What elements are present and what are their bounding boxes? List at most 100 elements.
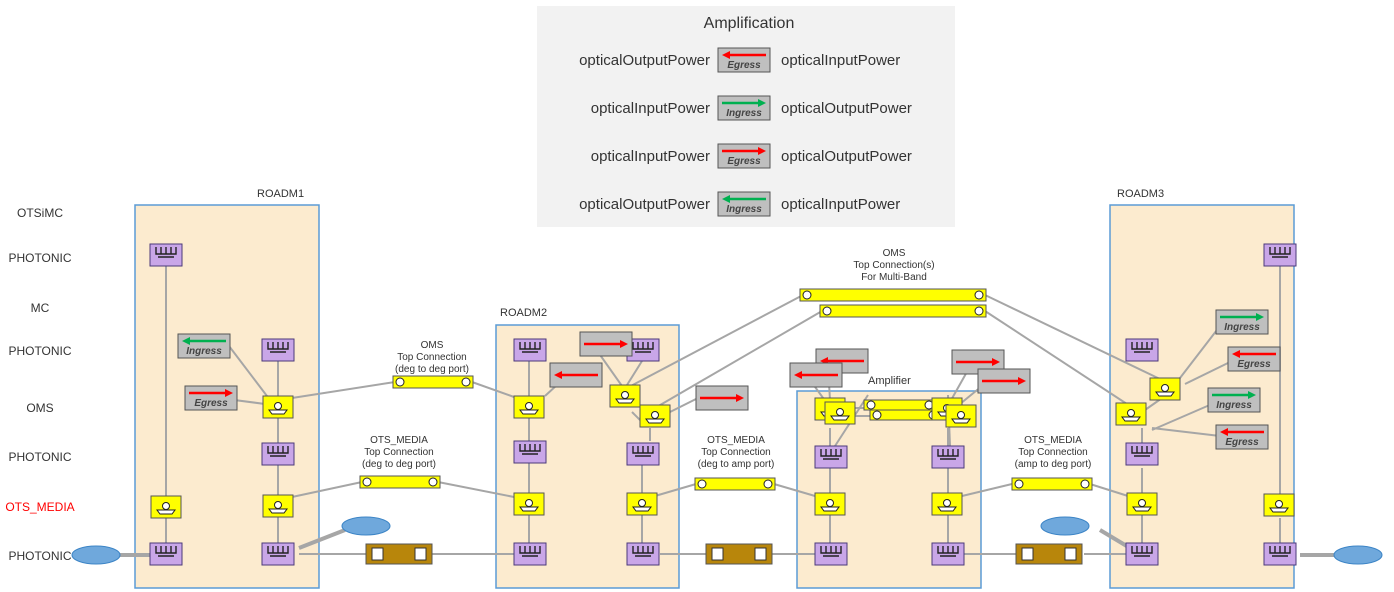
photonic-port — [931, 542, 965, 566]
legend-right-label: opticalOutputPower — [781, 100, 912, 117]
legend-left-label: opticalOutputPower — [579, 196, 710, 213]
tag-label: Egress — [1237, 359, 1271, 370]
layer-label: OTS_MEDIA — [5, 500, 74, 514]
arrow-tag: Egress — [184, 385, 238, 411]
legend-left-label: opticalInputPower — [591, 148, 710, 165]
top-connection-bar — [694, 477, 776, 491]
amplifier-label: Amplifier — [868, 375, 911, 387]
photonic-port — [149, 542, 183, 566]
photonic-port — [513, 542, 547, 566]
roadm2-label: ROADM2 — [500, 307, 547, 319]
legend-right-label: opticalInputPower — [781, 196, 900, 213]
photonic-port — [513, 440, 547, 464]
top-connection-bar — [819, 304, 987, 318]
fiber-span — [365, 543, 433, 565]
oms-port — [609, 384, 641, 408]
oms-port — [639, 404, 671, 428]
tag-label: Ingress — [726, 204, 762, 215]
connection-label: Top Connection(s) — [853, 260, 934, 271]
top-connection-bar — [359, 475, 441, 489]
layer-label: OMS — [26, 401, 53, 415]
arrow-tag — [549, 362, 603, 388]
oms-port — [513, 395, 545, 419]
oms-port — [262, 494, 294, 518]
top-connection-bars — [359, 288, 1093, 491]
photonic-port — [261, 442, 295, 466]
top-connection-bar — [1011, 477, 1093, 491]
tag-label: Egress — [194, 398, 228, 409]
arrow-tag: Ingress — [177, 333, 231, 359]
photonic-port — [626, 542, 660, 566]
connection-label: (deg to deg port) — [395, 364, 469, 375]
fiber-span — [705, 543, 773, 565]
legend-tag: Egress — [717, 143, 771, 169]
fiber-spans — [365, 543, 1083, 565]
top-connection-bar — [392, 375, 474, 389]
oms-port — [262, 395, 294, 419]
layer-label: PHOTONIC — [8, 344, 71, 358]
legend-right-label: opticalInputPower — [781, 52, 900, 69]
legend-tag: Ingress — [717, 95, 771, 121]
layer-label: PHOTONIC — [8, 450, 71, 464]
tag-label: Ingress — [1216, 400, 1252, 411]
oms-port — [945, 404, 977, 428]
arrow-tag — [695, 385, 749, 411]
photonic-port — [1125, 442, 1159, 466]
client-endpoints — [71, 516, 1383, 565]
client-oval — [341, 516, 391, 536]
oms-port — [150, 495, 182, 519]
layer-labels: OTSiMCPHOTONICMCPHOTONICOMSPHOTONICOTS_M… — [5, 206, 74, 563]
photonic-port — [513, 338, 547, 362]
arrow-tag — [579, 331, 633, 357]
roadm3-node: ROADM3 — [1109, 188, 1295, 589]
oms-port — [824, 401, 856, 425]
top-connection-bar — [799, 288, 987, 302]
top-connection-bar — [869, 409, 941, 421]
photonic-port — [1263, 243, 1297, 267]
oms-port — [1126, 492, 1158, 516]
connection-label: OMS — [421, 340, 444, 351]
photonic-port — [814, 445, 848, 469]
oms-port — [814, 492, 846, 516]
connection-label: OTS_MEDIA — [707, 435, 765, 446]
connection-label: For Multi-Band — [861, 272, 927, 283]
client-oval — [1333, 545, 1383, 565]
photonic-port — [1263, 542, 1297, 566]
client-oval — [1040, 516, 1090, 536]
roadm1-label: ROADM1 — [257, 188, 304, 200]
connection-label: OTS_MEDIA — [1024, 435, 1082, 446]
tag-label: Egress — [727, 156, 761, 167]
photonic-port — [814, 542, 848, 566]
roadm3-label: ROADM3 — [1117, 188, 1164, 200]
layer-label: PHOTONIC — [8, 251, 71, 265]
connection-label: (amp to deg port) — [1015, 459, 1092, 470]
layer-label: MC — [31, 301, 50, 315]
photonic-port — [261, 542, 295, 566]
layer-label: PHOTONIC — [8, 549, 71, 563]
oms-port — [626, 492, 658, 516]
tag-label: Ingress — [726, 108, 762, 119]
legend-left-label: opticalOutputPower — [579, 52, 710, 69]
oms-port — [513, 492, 545, 516]
connection-label: Top Connection — [1018, 447, 1088, 458]
photonic-port — [261, 338, 295, 362]
arrow-tag: Egress — [1227, 346, 1281, 372]
arrow-tag — [977, 368, 1031, 394]
connection-labels: OMS Top Connection (deg to deg port) OTS_ME… — [362, 248, 1091, 470]
connection-label: OTS_MEDIA — [370, 435, 428, 446]
connection-label: Top Connection — [701, 447, 771, 458]
legend-left-label: opticalInputPower — [591, 100, 710, 117]
photonic-port — [931, 445, 965, 469]
client-oval — [71, 545, 121, 565]
oms-port — [931, 492, 963, 516]
tag-label: Ingress — [1224, 322, 1260, 333]
connection-label: OMS — [883, 248, 906, 259]
arrow-tag: Ingress — [1215, 309, 1269, 335]
legend-row: opticalOutputPower Ingress opticalInputPow… — [579, 191, 900, 217]
photonic-port — [1125, 338, 1159, 362]
